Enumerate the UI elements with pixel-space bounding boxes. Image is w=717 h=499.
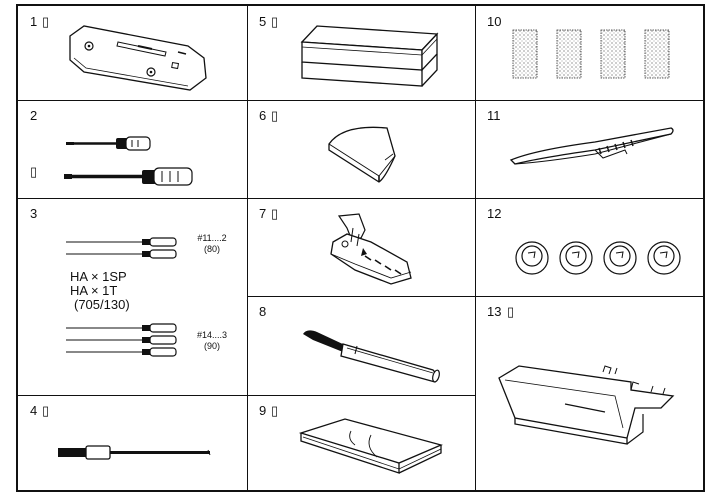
needle-set-illustration — [66, 237, 177, 357]
missing-glyph-icon: ▯ — [30, 164, 38, 179]
row-divider — [475, 198, 705, 199]
item-number: 7 — [259, 206, 267, 221]
missing-glyph-icon: ▯ — [42, 403, 50, 418]
missing-glyph-icon: ▯ — [271, 108, 279, 123]
accessory-box-illustration — [300, 25, 439, 87]
needle-triple — [66, 323, 177, 357]
cell-6: 6 ▯ — [247, 100, 475, 198]
item-number: 12 — [487, 206, 502, 221]
item-number: 8 — [259, 304, 267, 319]
needle-metric-label: (80) — [203, 244, 220, 254]
cell-3: 3 #11....2 (80) — [18, 198, 247, 395]
needle-pair — [66, 237, 177, 259]
dust-cover-illustration — [298, 418, 443, 474]
cell-5: 5 ▯ — [247, 6, 475, 100]
screwdriver-set-illustration — [64, 136, 193, 186]
row-divider — [247, 100, 475, 101]
tweezers-illustration — [509, 127, 674, 165]
needle-spec-line: HA × 1T — [70, 283, 118, 298]
column-divider — [475, 6, 476, 490]
brush-tool-illustration — [58, 445, 211, 460]
accessories-table: 1 ▯ 2 ▯ — [16, 4, 705, 492]
row-divider — [247, 296, 475, 297]
missing-glyph-icon: ▯ — [271, 14, 279, 29]
item-number: 3 — [30, 206, 38, 221]
spool-caps-illustration — [515, 241, 681, 275]
row-divider — [18, 198, 247, 199]
row-divider — [475, 296, 705, 297]
item-number: 11 — [487, 108, 501, 123]
cell-12: 12 — [475, 198, 705, 296]
cover-cap-illustration — [328, 126, 396, 183]
item-number: 1 — [30, 14, 38, 29]
item-number: 4 — [30, 403, 38, 418]
row-divider — [247, 395, 475, 396]
cell-8: 8 — [247, 296, 475, 395]
cell-7: 7 ▯ — [247, 198, 475, 296]
needle-plate-illustration — [69, 25, 207, 91]
needle-size-label: #11....2 — [197, 233, 227, 243]
item-number: 10 — [487, 14, 502, 29]
item-number: 5 — [259, 14, 267, 29]
needle-size-label: #14....3 — [196, 330, 228, 340]
item-number: 13 — [487, 304, 502, 319]
needle-spec-line: (705/130) — [74, 297, 130, 312]
cell-13: 13 ▯ — [475, 296, 705, 492]
missing-glyph-icon: ▯ — [271, 403, 279, 418]
item-number: 9 — [259, 403, 267, 418]
presser-foot-illustration — [330, 213, 412, 285]
cell-4: 4 ▯ — [18, 395, 247, 492]
row-divider — [18, 395, 247, 396]
accessory-tray-illustration — [498, 365, 675, 445]
cell-11: 11 — [475, 100, 705, 198]
missing-glyph-icon: ▯ — [42, 14, 50, 29]
felt-pads-illustration — [512, 29, 670, 79]
cell-1: 1 ▯ — [18, 6, 247, 100]
missing-glyph-icon: ▯ — [507, 304, 515, 319]
cell-9: 9 ▯ — [247, 395, 475, 492]
item-number: 2 — [30, 108, 38, 123]
row-divider — [247, 198, 475, 199]
needle-metric-label: (90) — [203, 341, 220, 351]
oil-tube-illustration — [303, 330, 440, 383]
cell-2: 2 ▯ — [18, 100, 247, 198]
cell-10: 10 — [475, 6, 705, 100]
row-divider — [18, 100, 247, 101]
item-number: 6 — [259, 108, 267, 123]
column-divider — [247, 6, 248, 490]
needle-spec-line: HA × 1SP — [70, 269, 127, 284]
row-divider — [475, 100, 705, 101]
missing-glyph-icon: ▯ — [271, 206, 279, 221]
